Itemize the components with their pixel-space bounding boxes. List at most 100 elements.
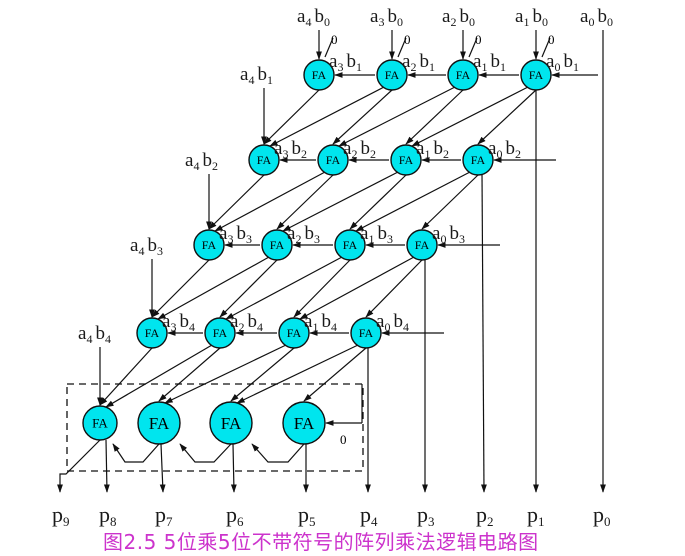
full-adder-label: FA [145,326,160,340]
ripple-carry-wire [251,443,305,463]
full-adder [406,229,438,261]
output-wire [159,443,166,493]
output-label-p7: p7 [155,502,173,529]
output-label-p8: p8 [99,502,117,529]
full-adder-label: FA [287,326,302,340]
sum-wire [282,171,399,232]
full-adder-label: FA [456,68,471,82]
sum-wire [105,344,213,408]
ripple-carry-wire [179,443,232,463]
full-adder [204,317,236,349]
sum-wire [299,256,415,320]
sum-wire [338,86,456,147]
full-adder-label: FA [415,238,430,252]
output-label-p1: p1 [527,502,545,529]
dummy [300,444,304,484]
full-adder [282,401,326,445]
ripple-carry-wire [112,443,160,463]
full-adder [462,144,494,176]
full-adder [82,405,118,441]
full-adder-label: FA [294,414,315,433]
output-wire [103,439,110,493]
carry-zero-wire [397,37,407,58]
carry-wire [158,347,221,402]
full-adder [209,401,253,445]
carry-zero-wire [324,37,334,58]
full-adder [261,229,293,261]
full-adder-label: FA [399,153,414,167]
output-label-p4: p4 [360,502,378,529]
carry-wire [477,89,537,145]
sum-wire [164,344,287,404]
carry-wire [405,89,464,145]
full-adder-label: FA [343,238,358,252]
output-label-p9: p9 [52,502,70,529]
carry-wire [219,259,278,318]
wires [57,30,606,493]
carry-wire [151,259,210,318]
sum-wire [225,256,343,320]
full-adder-label: FA [471,153,486,167]
sum-wire [411,86,529,147]
full-adder [334,229,366,261]
ripple-adder-box [66,383,364,472]
full-adder-label: FA [312,68,327,82]
carry-zero-wire [468,37,478,58]
carry-zero-wire [541,37,551,58]
full-adder-label: FA [326,153,341,167]
full-adder-label: FA [385,68,400,82]
carry-zero-label: 0 [548,32,555,47]
carry-wire [421,174,479,230]
sum-wire [157,256,270,320]
full-adder-label: FA [92,416,108,431]
full-adder [303,59,335,91]
carry-wire [365,259,423,318]
full-adder [376,59,408,91]
output-label-p5: p5 [298,502,316,529]
full-adder-label: FA [257,153,272,167]
sum-wire [236,344,359,404]
full-adder [248,144,280,176]
full-adder-label: FA [270,238,285,252]
full-adder-label: FA [213,326,228,340]
carry-wire [332,89,393,145]
output-label-p2: p2 [476,502,494,529]
full-adder [447,59,479,91]
full-adder-label: FA [359,326,374,340]
full-adder [390,144,422,176]
full-adder-label: FA [202,238,217,252]
output-p2-wire [481,172,487,493]
carry-wire [303,347,367,402]
carry-zero-label: 0 [340,432,347,447]
carry-wire [230,347,295,402]
sum-wire [214,171,326,232]
carry-zero-label: 0 [475,32,482,47]
full-adder-label: FA [529,68,544,82]
full-adder [317,144,349,176]
output-wire [230,443,237,493]
carry-wire [99,347,153,406]
